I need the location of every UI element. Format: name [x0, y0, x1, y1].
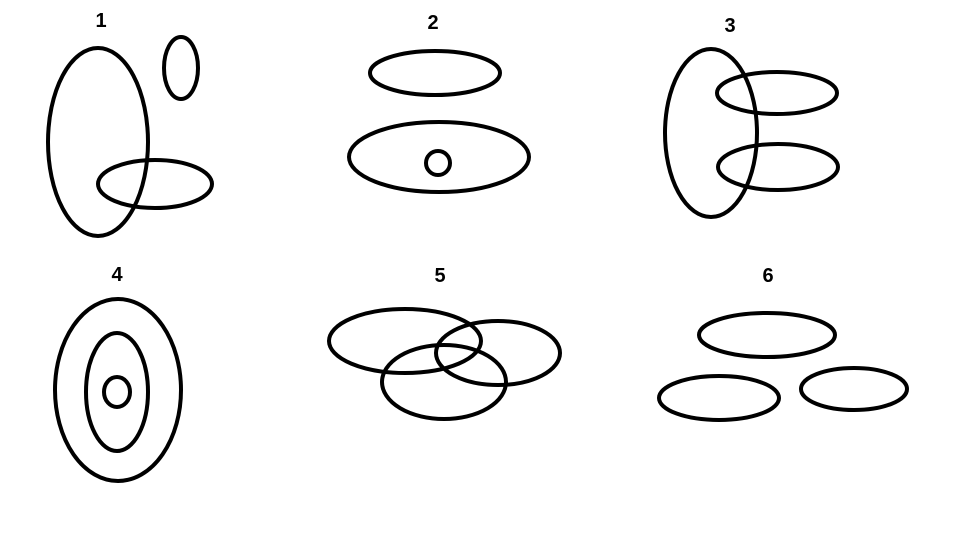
panel-6-top-ellipse	[697, 311, 837, 359]
panel-3: 3	[663, 15, 840, 219]
panel-1-small-vertical-ellipse	[162, 35, 200, 101]
panel-6-bottom-right-ellipse	[799, 366, 909, 412]
panel-3-lower-horizontal-ellipse	[716, 142, 840, 192]
panel-4-outer-ellipse	[53, 297, 183, 483]
panel-4-inner-ellipse	[102, 375, 132, 409]
panel-1: 1	[46, 10, 214, 238]
panel-5-label: 5	[434, 265, 445, 287]
panel-2-lower-ellipse	[347, 120, 531, 194]
panel-4-middle-ellipse	[84, 331, 150, 453]
panel-6: 6	[657, 265, 909, 422]
panel-5-bottom-ellipse	[380, 343, 508, 421]
panel-5: 5	[327, 265, 562, 421]
panel-1-large-vertical-ellipse	[46, 46, 150, 238]
panel-5-left-ellipse	[327, 307, 483, 375]
panel-3-vertical-ellipse	[663, 47, 759, 219]
panel-4: 4	[53, 264, 183, 483]
panel-3-upper-horizontal-ellipse	[715, 70, 839, 116]
panel-1-horizontal-ellipse	[96, 158, 214, 210]
panel-6-bottom-left-ellipse	[657, 374, 781, 422]
panel-5-right-ellipse	[434, 319, 562, 387]
panel-2-label: 2	[427, 12, 438, 34]
panel-2-upper-ellipse	[368, 49, 502, 97]
panel-3-label: 3	[724, 15, 735, 37]
panel-2: 2	[347, 12, 531, 194]
panel-6-label: 6	[762, 265, 773, 287]
panel-2-inner-circle	[424, 149, 452, 177]
panel-4-label: 4	[111, 264, 123, 286]
panel-1-label: 1	[95, 10, 106, 32]
